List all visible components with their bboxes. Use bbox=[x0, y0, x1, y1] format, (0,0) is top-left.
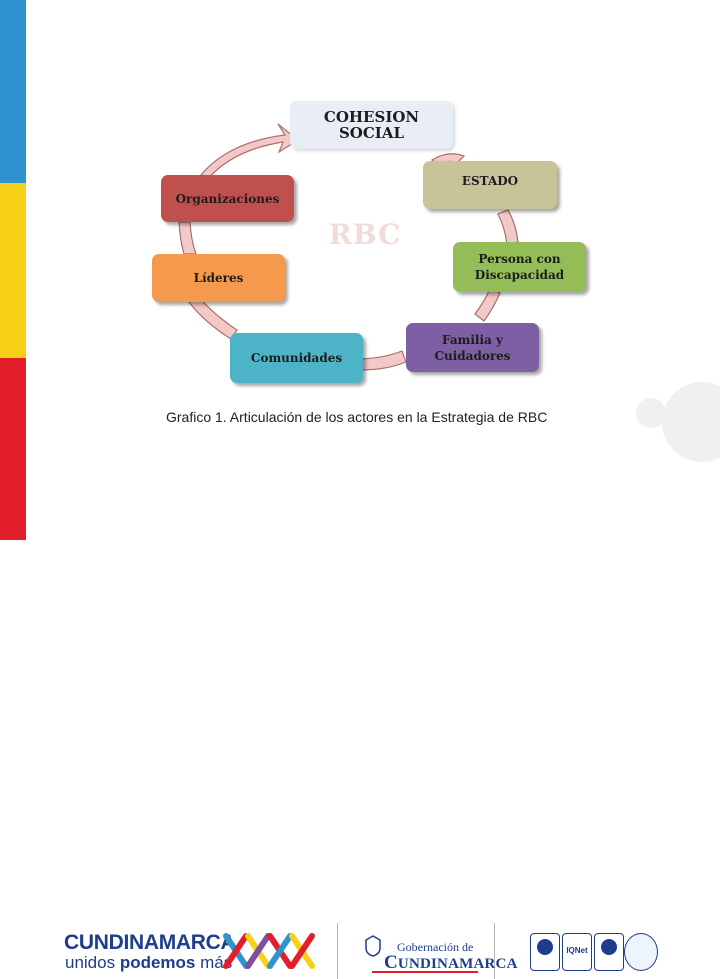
node-familia-label-2: Cuidadores bbox=[434, 348, 511, 363]
node-familia-cuidadores: Familia y Cuidadores bbox=[406, 323, 539, 372]
gobernacion-name: UNDINAMARCA bbox=[397, 956, 518, 972]
center-label: RBC bbox=[328, 218, 402, 251]
node-persona-discapacidad: Persona con Discapacidad bbox=[453, 242, 586, 292]
node-estado: ESTADO bbox=[423, 161, 557, 209]
footer-divider bbox=[337, 923, 338, 979]
cundinamarca-logo-text: CUNDINAMARCA bbox=[64, 931, 236, 954]
node-comunidades-label: Comunidades bbox=[250, 351, 343, 365]
left-stripe-red bbox=[0, 358, 26, 540]
left-stripe-blue bbox=[0, 0, 26, 183]
decor-circle bbox=[662, 382, 720, 462]
slogan-bold: podemos bbox=[119, 953, 196, 972]
ring-segment bbox=[199, 123, 300, 181]
gobernacion-seal-icon bbox=[365, 935, 381, 957]
node-persona-label-2: Discapacidad bbox=[474, 268, 565, 282]
footer: CUNDINAMARCA unidos podemos más Gobernac… bbox=[0, 455, 720, 979]
ring-segment bbox=[178, 221, 197, 255]
ring-segment bbox=[361, 350, 407, 371]
gobernacion-underline bbox=[372, 971, 478, 973]
node-lideres: Líderes bbox=[152, 254, 285, 302]
badge-circle bbox=[537, 939, 553, 955]
cundinamarca-x-mark-icon bbox=[223, 933, 315, 969]
iqnet-label: IQNet bbox=[566, 946, 588, 955]
ring-segment bbox=[188, 297, 238, 340]
ring-segment bbox=[497, 209, 519, 245]
node-organizaciones-label: Organizaciones bbox=[175, 191, 280, 206]
ring-segment bbox=[474, 288, 501, 322]
node-lideres-label: Líderes bbox=[193, 271, 244, 285]
cundinamarca-slogan: unidos podemos más bbox=[65, 953, 232, 973]
globe-badge-icon bbox=[624, 933, 658, 971]
footer-divider bbox=[494, 923, 495, 979]
figure-caption: Grafico 1. Articulación de los actores e… bbox=[166, 409, 548, 425]
node-persona-label-1: Persona con bbox=[478, 252, 561, 266]
slogan-part: unidos bbox=[65, 953, 120, 972]
decor-circle bbox=[636, 398, 666, 428]
badge-circle bbox=[601, 939, 617, 955]
node-comunidades: Comunidades bbox=[230, 333, 363, 383]
left-stripe-yellow bbox=[0, 183, 26, 358]
cohesion-social-box: COHESION SOCIAL bbox=[290, 101, 453, 149]
node-organizaciones: Organizaciones bbox=[161, 175, 294, 222]
iqnet-badge-icon: IQNet bbox=[562, 933, 592, 971]
ntcgp-badge-icon bbox=[594, 933, 624, 971]
node-familia-label-1: Familia y bbox=[442, 332, 503, 347]
cohesion-social-label: COHESION SOCIAL bbox=[323, 108, 420, 142]
certification-badge-icon bbox=[530, 933, 560, 971]
node-estado-label: ESTADO bbox=[461, 174, 519, 188]
gobernacion-initial: C bbox=[384, 952, 398, 973]
